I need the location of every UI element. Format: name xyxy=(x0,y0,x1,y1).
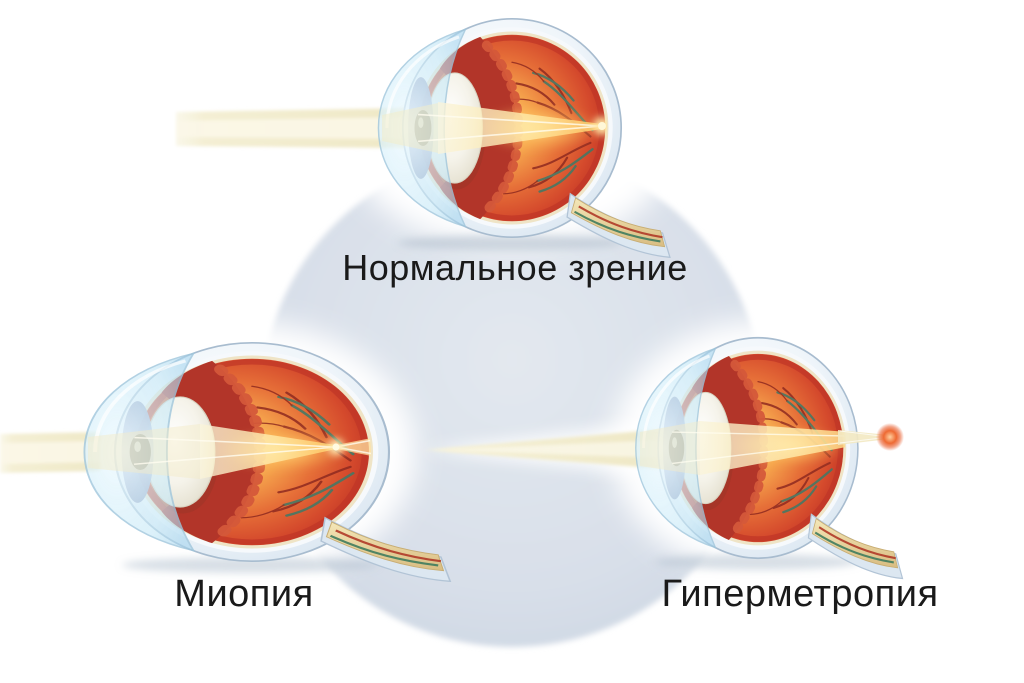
focused-beam-normal xyxy=(417,102,607,154)
focal-point-before-retina xyxy=(332,443,340,451)
label-normal-vision: Нормальное зрение xyxy=(342,247,688,288)
label-hypermetropia: Гиперметропия xyxy=(661,573,939,615)
label-myopia: Миопия xyxy=(174,573,314,615)
incident-beam-myopia xyxy=(0,432,100,473)
beam-through-cornea-myopia xyxy=(88,424,200,479)
incident-beam-hypermetropia xyxy=(420,420,664,478)
focused-beam-hypermetropia xyxy=(671,421,845,475)
eye-shadows xyxy=(122,235,859,573)
focused-beam-myopia xyxy=(133,424,371,479)
incident-beam-normal xyxy=(176,108,406,148)
focal-point-behind-retina xyxy=(876,423,904,451)
